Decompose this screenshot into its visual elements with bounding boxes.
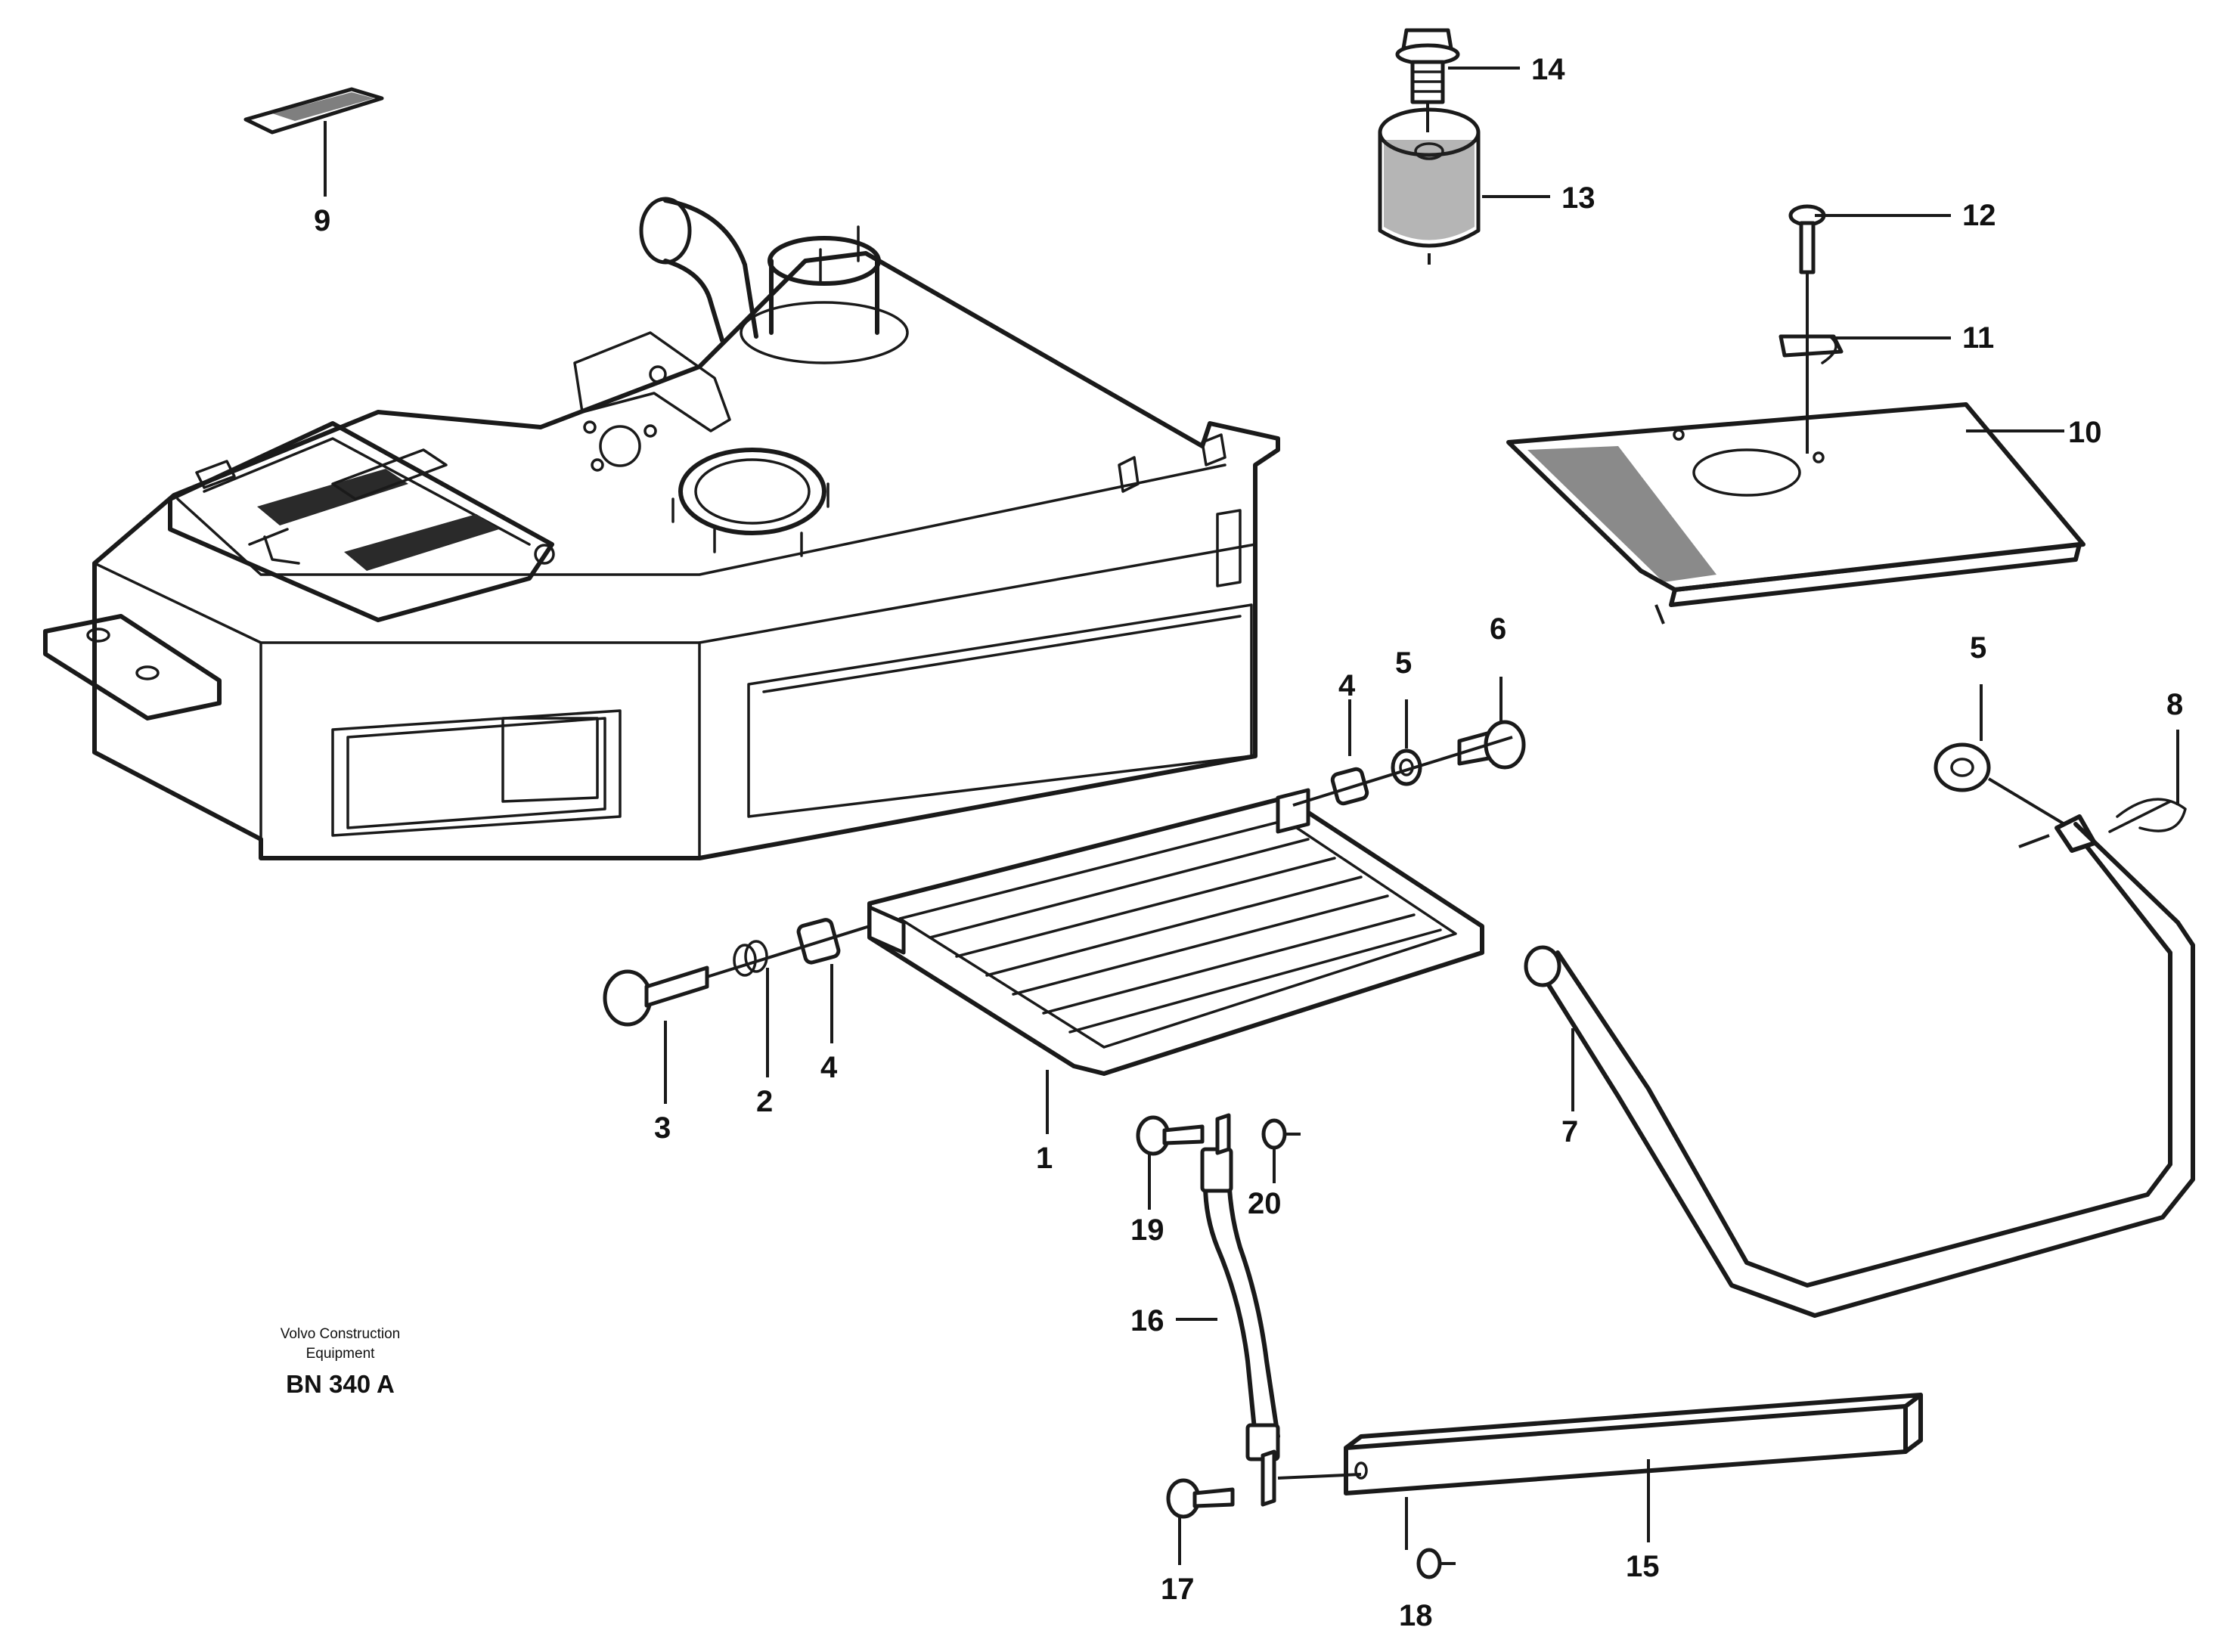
left-bolt-assembly	[603, 918, 870, 1027]
brand-label: Volvo Construction Equipment	[250, 1325, 431, 1364]
tank-bracket	[573, 331, 731, 472]
ground-strap	[1136, 1113, 1362, 1519]
callout-2: 2	[756, 1085, 773, 1118]
callout-4-right: 4	[1338, 669, 1356, 702]
callout-18: 18	[1399, 1599, 1433, 1632]
mount-bolt	[1395, 28, 1460, 132]
leader-lines	[324, 67, 2179, 1565]
callout-11: 11	[1962, 321, 1994, 355]
callout-5-right: 5	[1395, 646, 1412, 680]
callout-6: 6	[1490, 612, 1506, 646]
cover-plate	[1506, 402, 2085, 625]
callout-15: 15	[1626, 1550, 1660, 1583]
callout-3: 3	[654, 1111, 671, 1145]
protection-bar	[1344, 1393, 1923, 1579]
step-grate	[867, 788, 1484, 1076]
callout-19: 19	[1130, 1213, 1164, 1247]
rubber-mount	[1378, 107, 1481, 265]
callout-12: 12	[1962, 199, 1996, 232]
filler-hose	[639, 197, 909, 364]
handle-rail	[1524, 742, 2195, 1318]
callout-9: 9	[314, 204, 330, 237]
control-box	[168, 421, 555, 622]
callout-8: 8	[2166, 688, 2183, 721]
callout-17: 17	[1161, 1573, 1195, 1606]
callout-13: 13	[1561, 181, 1596, 215]
callout-14: 14	[1531, 53, 1565, 86]
callout-1: 1	[1036, 1142, 1053, 1175]
brand-line-1: Volvo Construction	[280, 1326, 401, 1342]
drawing-code: BN 340 A	[286, 1370, 395, 1398]
callout-4-left: 4	[820, 1051, 838, 1084]
clip-11	[1778, 334, 1844, 364]
label-tag	[243, 87, 384, 135]
callout-20: 20	[1248, 1187, 1282, 1220]
callout-16: 16	[1130, 1304, 1164, 1337]
tank-port	[671, 448, 830, 557]
callout-10: 10	[2068, 416, 2102, 449]
brand-line-2: Equipment	[305, 1346, 375, 1362]
callout-5-handle: 5	[1970, 631, 1986, 665]
main-body	[92, 251, 1280, 860]
mounting-bracket	[43, 614, 222, 721]
callout-7: 7	[1561, 1115, 1578, 1148]
spacer-right	[1292, 720, 1526, 807]
callout-labels: 1 2 3 4 4 5 5 6 7 8 9 10 11 12 13 14 15 …	[314, 53, 2183, 1632]
screw-12	[1788, 204, 1826, 454]
